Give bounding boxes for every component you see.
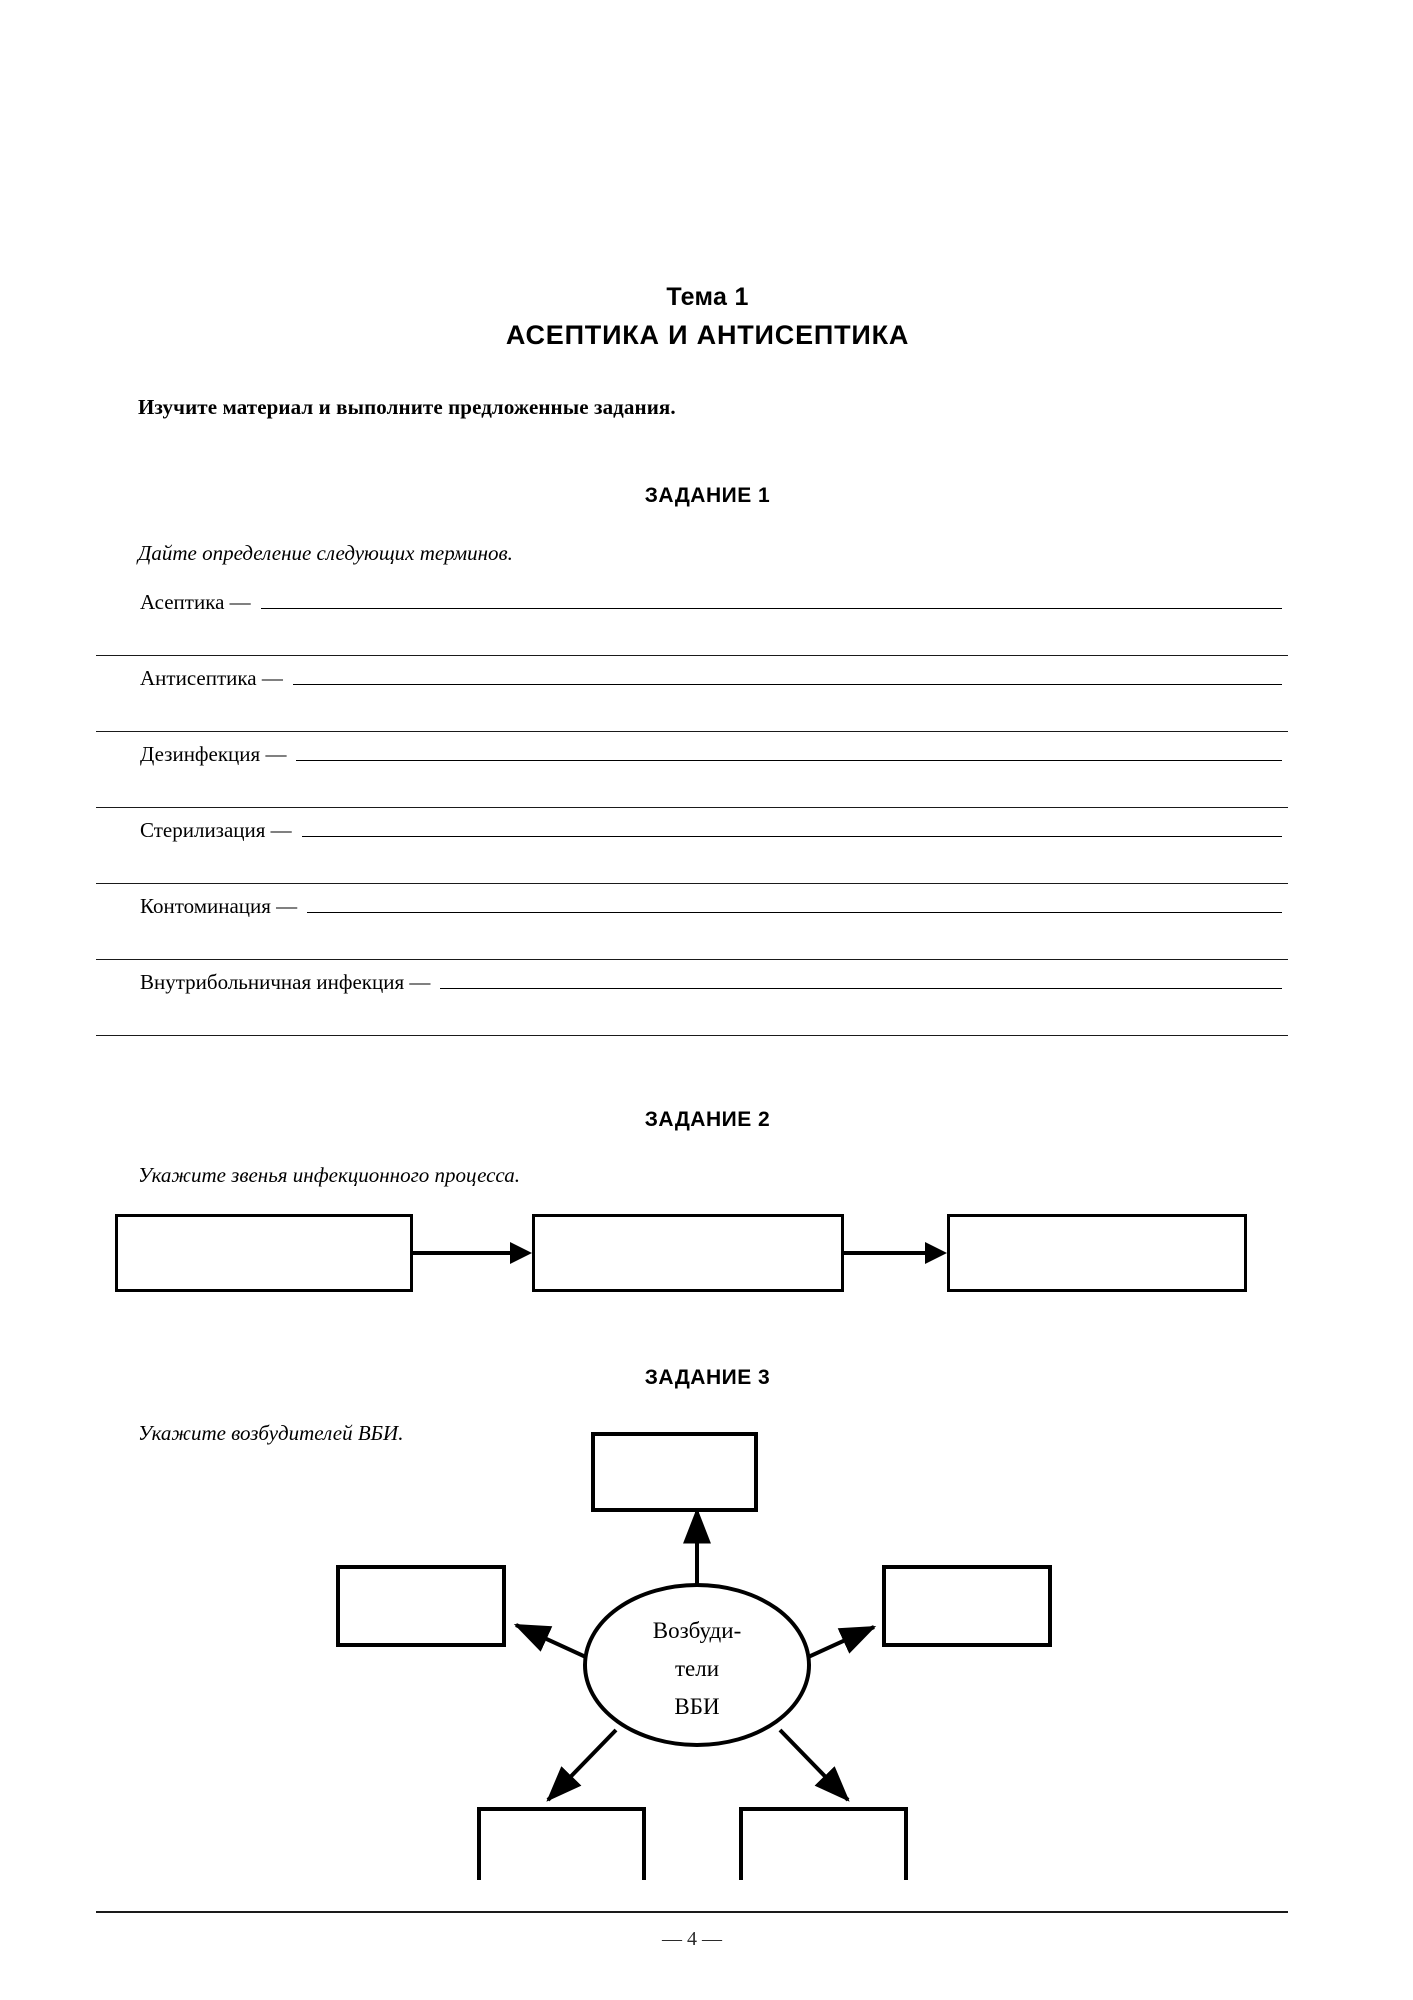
- term-label-aseptika: Асептика —: [140, 590, 251, 614]
- vbi-box-right: [882, 1565, 1052, 1647]
- vbi-center-ellipse: [583, 1583, 811, 1747]
- vbi-center-label-line1: Возбуди-: [653, 1618, 741, 1643]
- page-number: — 4 —: [662, 1928, 722, 1950]
- infection-chain-diagram: [96, 1208, 1296, 1318]
- arrow-shaft: [844, 1251, 926, 1255]
- vbi-box-bottom-left: [477, 1807, 646, 1880]
- term-answer-blank[interactable]: [296, 738, 1282, 761]
- task-2-prompt: Укажите звенья инфекционного процесса.: [138, 1163, 520, 1187]
- term-label-vnutribolnichnaya-infekciya: Внутрибольничная инфекция —: [140, 970, 431, 994]
- term-answer-blank[interactable]: [260, 586, 1282, 609]
- arrow-head: [925, 1242, 947, 1264]
- term-line: Контоминация —: [96, 890, 1288, 930]
- vbi-arrow-right-icon: [805, 1625, 877, 1660]
- term-answer-blank-second-line[interactable]: [96, 959, 1288, 960]
- term-line: Асептика —: [96, 586, 1288, 626]
- term-label-sterilizaciya: Стерилизация —: [140, 818, 292, 842]
- vbi-arrow-bottom-right-icon: [778, 1728, 850, 1802]
- vbi-box-left: [336, 1565, 506, 1647]
- page-title: Тема 1 АСЕПТИКА И АНТИСЕПТИКА: [135, 278, 1280, 354]
- task-1-prompt: Дайте определение следующих терминов.: [138, 541, 513, 565]
- term-line: Стерилизация —: [96, 814, 1288, 854]
- term-row: Дезинфекция —: [96, 738, 1288, 814]
- term-answer-blank[interactable]: [307, 890, 1282, 913]
- term-row: Контоминация —: [96, 890, 1288, 966]
- topic-name: АСЕПТИКА И АНТИСЕПТИКА: [505, 320, 910, 350]
- arrow-head: [510, 1242, 532, 1264]
- vbi-center-label-line3: ВБИ: [674, 1694, 719, 1719]
- term-answer-blank-second-line[interactable]: [96, 731, 1288, 732]
- term-row: Стерилизация —: [96, 814, 1288, 890]
- term-line: Дезинфекция —: [96, 738, 1288, 778]
- vbi-box-bottom-right: [739, 1807, 908, 1880]
- term-answer-blank-second-line[interactable]: [96, 883, 1288, 884]
- task-1-term-list: Асептика — Антисептика — Дезинфекция — С…: [96, 586, 1288, 1042]
- term-row: Антисептика —: [96, 662, 1288, 738]
- term-answer-blank[interactable]: [292, 662, 1282, 685]
- vbi-box-top: [591, 1432, 758, 1512]
- task-1-heading: ЗАДАНИЕ 1: [644, 484, 771, 507]
- term-label-kontominaciya: Контоминация —: [140, 894, 298, 918]
- chain-arrow-right-icon: [844, 1242, 947, 1264]
- chain-box-2[interactable]: [532, 1214, 844, 1292]
- task-2-heading: ЗАДАНИЕ 2: [644, 1108, 771, 1131]
- task-3-heading: ЗАДАНИЕ 3: [644, 1366, 771, 1389]
- instruction-text: Изучите материал и выполните предложенны…: [138, 395, 676, 419]
- vbi-arrow-left-icon: [513, 1623, 589, 1660]
- chain-box-3[interactable]: [947, 1214, 1247, 1292]
- arrow-shaft: [413, 1251, 512, 1255]
- term-row: Внутрибольничная инфекция —: [96, 966, 1288, 1042]
- vbi-center-label-line2: тели: [675, 1656, 719, 1681]
- vbi-pathogens-diagram: Возбуди- тели ВБИ: [96, 1400, 1296, 1880]
- chain-box-1[interactable]: [115, 1214, 413, 1292]
- term-answer-blank-second-line[interactable]: [96, 807, 1288, 808]
- term-line: Внутрибольничная инфекция —: [96, 966, 1288, 1006]
- footer-divider: [96, 1911, 1288, 1913]
- term-answer-blank-second-line[interactable]: [96, 655, 1288, 656]
- term-row: Асептика —: [96, 586, 1288, 662]
- vbi-arrow-bottom-left-icon: [546, 1728, 618, 1802]
- term-label-dezinfekciya: Дезинфекция —: [140, 742, 287, 766]
- chain-arrow-right-icon: [413, 1242, 532, 1264]
- task-3-prompt: Укажите возбудителей ВБИ.: [138, 1421, 404, 1445]
- term-answer-blank[interactable]: [440, 966, 1282, 989]
- term-answer-blank-second-line[interactable]: [96, 1035, 1288, 1036]
- term-answer-blank[interactable]: [301, 814, 1282, 837]
- term-label-antiseptika: Антисептика —: [140, 666, 283, 690]
- term-line: Антисептика —: [96, 662, 1288, 702]
- topic-number: Тема 1: [666, 283, 749, 311]
